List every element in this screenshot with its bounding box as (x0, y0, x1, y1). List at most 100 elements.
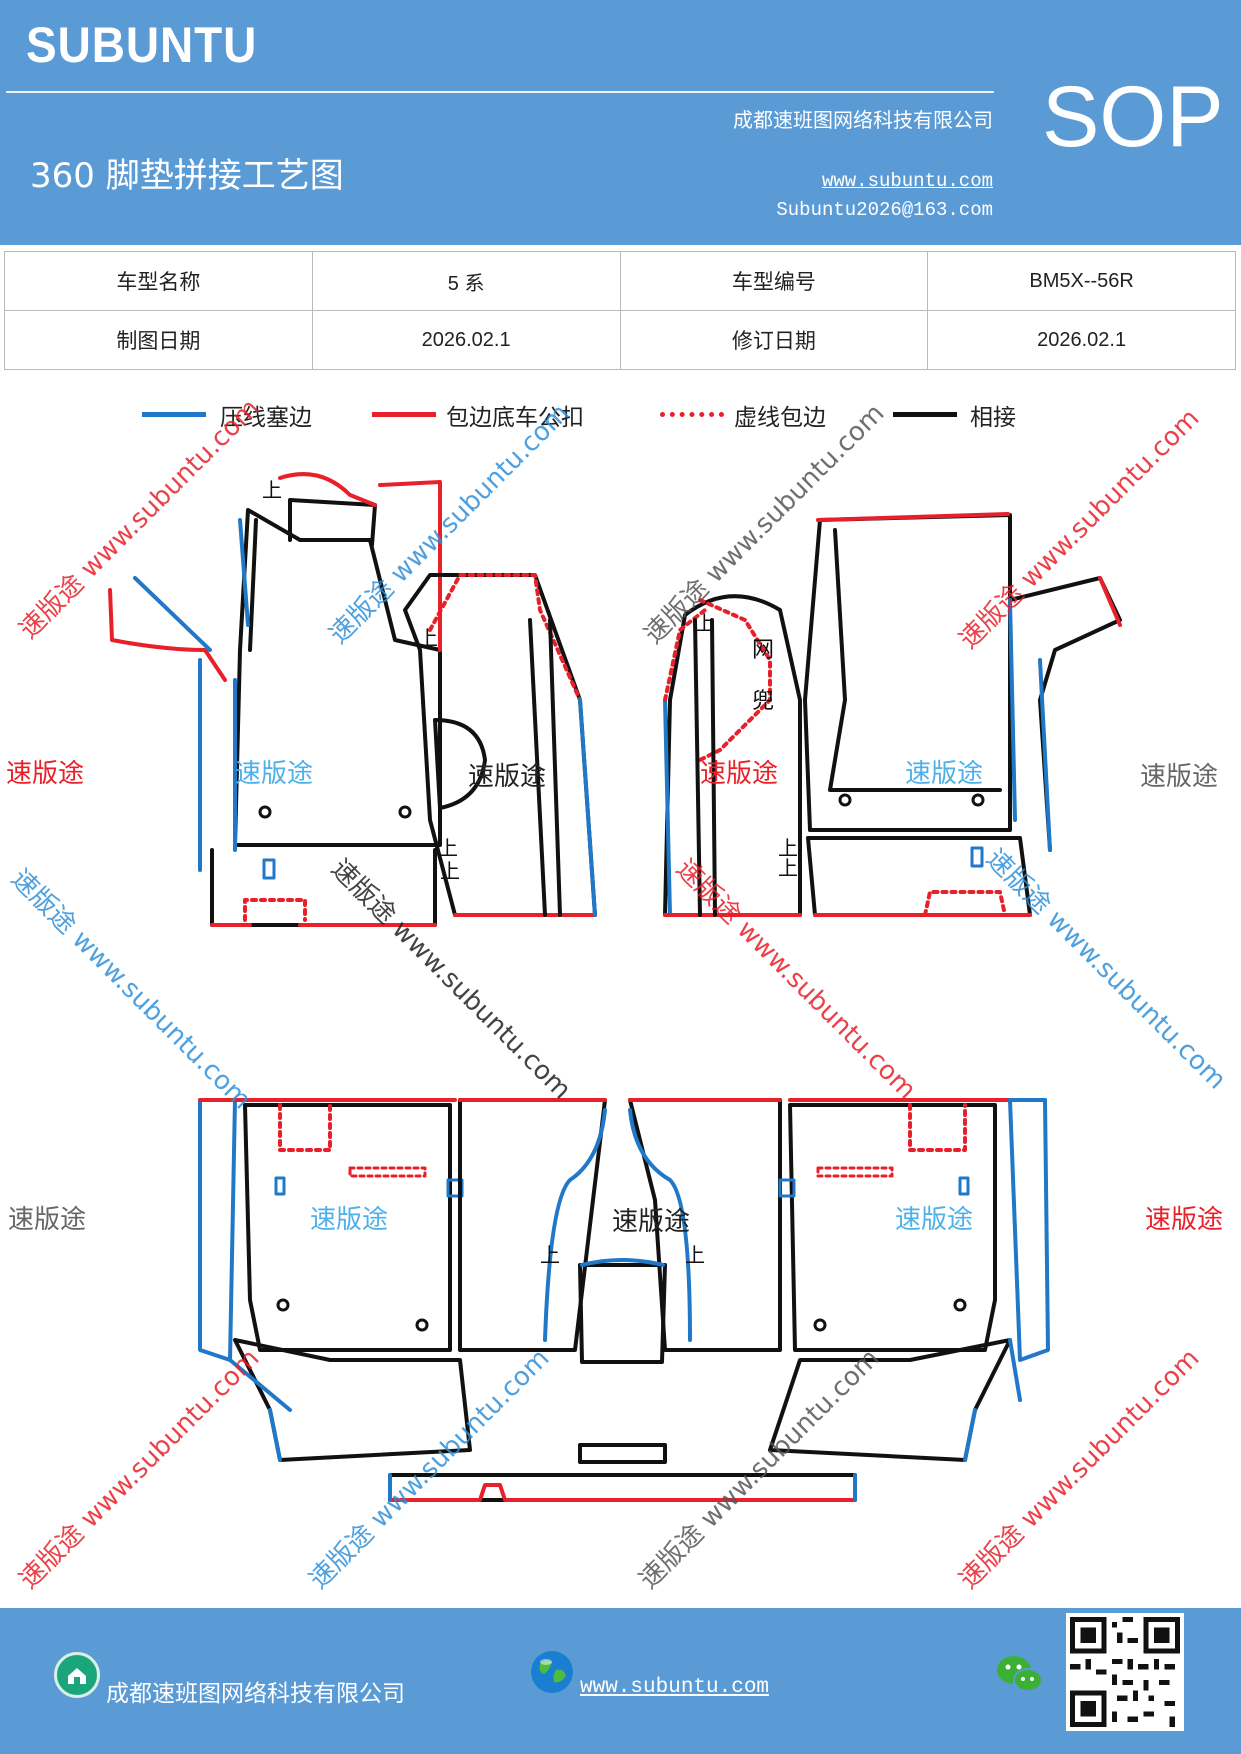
table-cell: 2026.02.1 (927, 310, 1236, 370)
front-right-side-panel-inner (693, 618, 717, 917)
watermark: 速版途 www.subuntu.com (5, 864, 257, 1116)
watermark: 速版途 www.subuntu.com (954, 403, 1206, 655)
table-cell: 车型名称 (4, 251, 313, 311)
rear-middle-hump (578, 1263, 667, 1364)
rear-left-outer-strip (198, 1098, 237, 1362)
front-right-side-panel-left-dotted (663, 608, 707, 702)
front-left-hole (258, 805, 272, 819)
up-mark: 上 (695, 611, 715, 635)
rear-right-hole (813, 1318, 827, 1332)
part-label: 速版途 (895, 1205, 973, 1235)
front-right-hole (971, 793, 985, 807)
up-mark: 上 (778, 836, 798, 860)
front-right-hole (838, 793, 852, 807)
part-label: 速版途 (468, 762, 546, 792)
watermark: 速版途 www.subuntu.com (670, 854, 922, 1106)
rear-left-foot-blue (228, 1358, 292, 1462)
qr-code (1066, 1613, 1184, 1731)
front-left-side-panel-edge (578, 698, 597, 917)
watermark: 速版途 www.subuntu.com (634, 1343, 886, 1595)
table-cell: 修订日期 (619, 310, 929, 370)
table-cell: BM5X--56R (927, 251, 1236, 311)
watermark: 速版途 www.subuntu.com (304, 1343, 556, 1595)
legend-swatch-press (142, 412, 206, 417)
part-label: 速版途 (235, 759, 313, 789)
up-mark: 上 (778, 856, 798, 880)
part-label: 速版途 (700, 759, 778, 789)
legend-swatch-dotted (660, 412, 724, 417)
rear-right-body (788, 1103, 997, 1352)
legend-label: 相接 (970, 405, 1016, 431)
up-mark: 上 (418, 626, 438, 650)
table-cell: 车型编号 (619, 251, 929, 311)
net-pocket-label: 兜 (752, 689, 774, 714)
rear-right-hole (953, 1298, 967, 1312)
front-left-outer-wing-side (133, 576, 212, 872)
legend-swatch-join (893, 412, 957, 417)
rear-middle-left-panel (458, 1098, 607, 1352)
rear-left-top-dotted (278, 1103, 332, 1152)
up-mark: 上 (440, 859, 460, 883)
legend-swatch-bind (372, 412, 436, 417)
footer-company: 成都速班图网络科技有限公司 (106, 1681, 405, 1707)
front-left-body (233, 508, 442, 847)
document-title: 360 脚垫拼接工艺图 (30, 156, 344, 196)
up-mark: 上 (540, 1243, 560, 1267)
sop-badge: SOP (1042, 69, 1224, 165)
rear-center-tab (578, 1443, 667, 1464)
front-left-bottom-dotted (243, 898, 307, 922)
rear-left-slot (274, 1176, 286, 1196)
front-left-outer-wing (108, 588, 227, 682)
rear-right-dotted-slot (816, 1166, 894, 1178)
watermark: 速版途 www.subuntu.com (14, 393, 266, 645)
margin-label: 速版途 (6, 759, 84, 789)
line-legend: 压线塞边 包边底车公扣 虚线包边 相接 (0, 398, 1241, 438)
rear-left-hole (276, 1298, 290, 1312)
footer-banner: 成都速班图网络科技有限公司 www.subuntu.com (0, 1608, 1241, 1754)
email-address: Subuntu2026@163.com (776, 199, 993, 221)
legend-label: 虚线包边 (734, 405, 826, 431)
rear-middle-left-blue (543, 1108, 607, 1342)
rear-left-body (243, 1103, 452, 1352)
rear-bottom-strip (388, 1473, 857, 1502)
part-label: 速版途 (905, 759, 983, 789)
front-left-top-right (378, 480, 442, 652)
part-label: 速版途 (310, 1205, 388, 1235)
front-left-side-strip (233, 518, 250, 852)
front-left-body-inner (248, 498, 377, 652)
footer-website-link[interactable]: www.subuntu.com (580, 1676, 770, 1699)
front-left-bulge (433, 718, 487, 810)
rear-right-top-dotted (908, 1103, 967, 1152)
rear-left-hole (415, 1318, 429, 1332)
rear-left-dotted-slot (348, 1166, 427, 1178)
front-left-top-tab (278, 472, 377, 507)
front-right-top-red (816, 512, 1010, 522)
up-mark: 上 (262, 478, 282, 502)
globe-icon (531, 1651, 573, 1693)
watermark-layer: 速版途 www.subuntu.com 速版途 www.subuntu.com … (5, 393, 1232, 1595)
front-right-wing (1008, 576, 1122, 852)
legend-label: 包边底车公扣 (446, 405, 584, 431)
rear-right-slot (958, 1176, 970, 1196)
rear-right-tab (778, 1178, 796, 1198)
front-left-slot (262, 858, 276, 880)
website-link[interactable]: www.subuntu.com (821, 170, 993, 192)
front-left-side-panel-dotted (428, 573, 582, 702)
wechat-icon (997, 1656, 1043, 1692)
front-left-side-panel-inner (528, 618, 562, 917)
margin-label: 速版途 (8, 1205, 86, 1235)
table-row: 车型名称 5 系 车型编号 BM5X--56R (4, 251, 1236, 311)
vehicle-info-table: 车型名称 5 系 车型编号 BM5X--56R 制图日期 2026.02.1 修… (4, 251, 1236, 370)
rear-right-outer-strip (1008, 1098, 1050, 1362)
legend-label: 压线塞边 (220, 405, 312, 431)
watermark: 速版途 www.subuntu.com (639, 398, 891, 650)
margin-label: 速版途 (1145, 1205, 1223, 1235)
front-right-wing-blue (1008, 598, 1052, 852)
table-cell: 2026.02.1 (311, 310, 621, 370)
margin-label: 速版途 (1140, 762, 1218, 792)
front-right-side-panel-left (663, 698, 672, 917)
front-right-net-pocket-dotted (698, 598, 772, 762)
table-cell: 制图日期 (4, 310, 313, 370)
up-mark: 上 (438, 836, 458, 860)
